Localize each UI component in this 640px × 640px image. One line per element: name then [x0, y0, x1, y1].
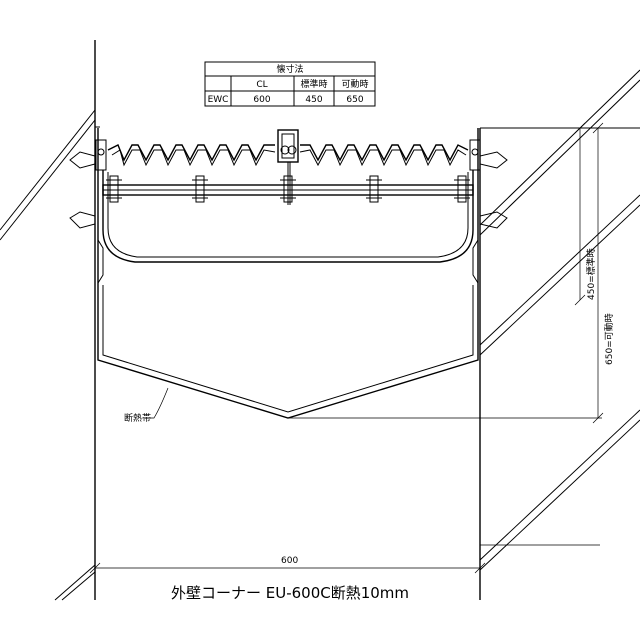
table-header-cl: CL [256, 80, 267, 90]
drawing-caption: 外壁コーナー EU-600C断熱10mm [171, 584, 409, 602]
right-wall-hatching [479, 69, 640, 571]
table-header-standard: 標準時 [300, 78, 327, 90]
dimension-600-label: 600 [281, 556, 298, 566]
dimension-650: 650=可動時 [288, 122, 615, 424]
dimension-450: 450=標準時 [480, 122, 602, 306]
anchor-bolts [69, 139, 508, 229]
support-rail [102, 184, 474, 196]
table-header-movable: 可動時 [341, 79, 368, 90]
rail-bolt [192, 175, 208, 203]
table-row-label: EWC [208, 95, 229, 105]
wall-faces [94, 40, 640, 600]
zigzag-seal [107, 144, 469, 167]
clearance-table: 懐寸法 CL 標準時 可動時 EWC 600 450 650 [204, 61, 376, 107]
rail-bolt [454, 175, 470, 203]
table-title: 懐寸法 [276, 63, 303, 75]
table-cell-cl: 600 [253, 95, 270, 105]
table-cell-standard: 450 [305, 95, 322, 105]
table-cell-movable: 650 [346, 95, 363, 105]
rail-bolt [366, 175, 382, 203]
dimension-450-label: 450=標準時 [585, 248, 597, 300]
dimension-650-label: 650=可動時 [604, 313, 615, 365]
insulation-leader: 断熱帯 [124, 387, 169, 424]
center-hinge [277, 129, 299, 205]
rail-bolts [106, 175, 470, 203]
rail-bolt [106, 175, 122, 203]
dimension-600: 600 [89, 544, 600, 574]
rail-bolt [280, 175, 296, 203]
left-wall-hatching [0, 109, 96, 601]
insulation-label: 断熱帯 [124, 412, 151, 424]
